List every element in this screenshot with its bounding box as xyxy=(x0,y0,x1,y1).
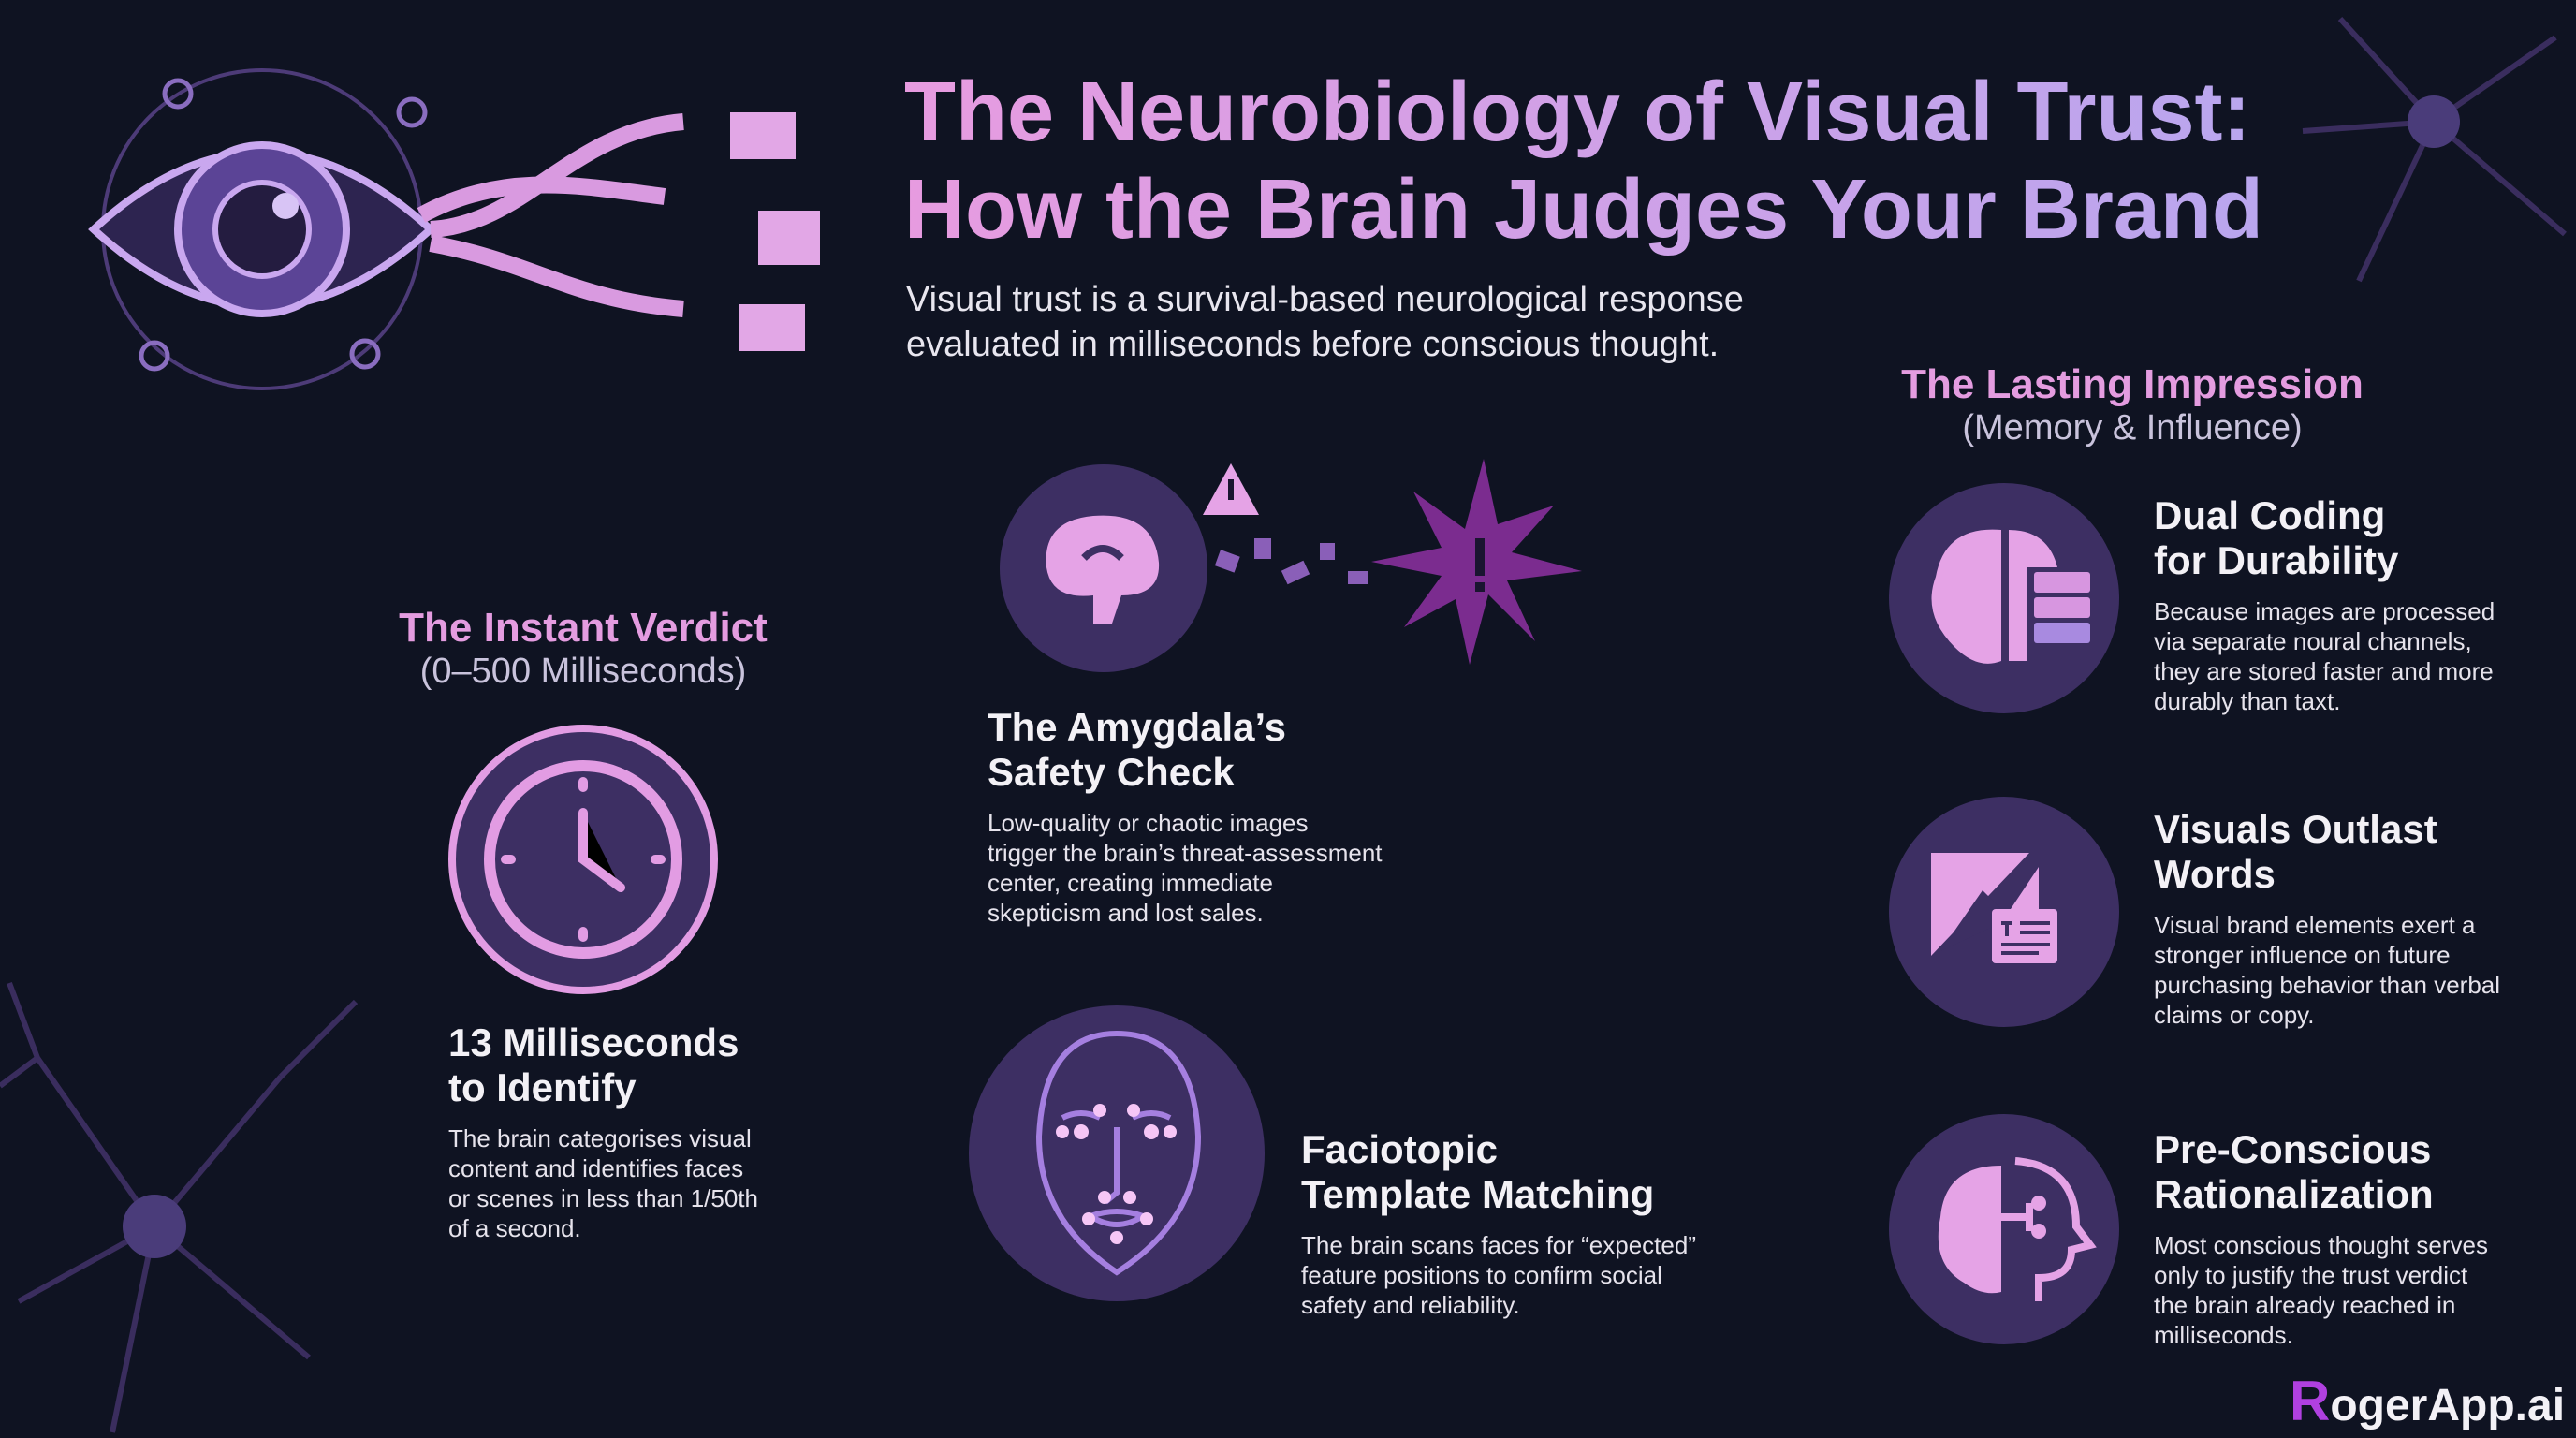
page-title: The Neurobiology of Visual Trust:How the… xyxy=(904,66,2263,257)
brain-icon xyxy=(1000,464,1208,672)
rogerapp-logo: RogerApp.ai xyxy=(2290,1370,2566,1432)
warning-shatter-icon xyxy=(1203,459,1582,665)
brain-database-icon xyxy=(1889,483,2119,713)
clock-icon xyxy=(448,725,718,994)
instant-verdict-heading: The Instant Verdict(0–500 Milliseconds) xyxy=(399,605,768,691)
image-text-icon xyxy=(1889,797,2119,1027)
face-mapping-icon xyxy=(969,1005,1265,1301)
eye-data-stream-icon xyxy=(88,68,820,390)
page-subtitle: Visual trust is a survival-based neurolo… xyxy=(906,280,1744,364)
neuron-decoration-icon xyxy=(0,981,359,1433)
brain-head-icon xyxy=(1889,1114,2119,1344)
neuron-decoration-icon xyxy=(2302,16,2567,283)
lasting-impression-heading: The Lasting Impression(Memory & Influenc… xyxy=(1901,361,2364,448)
